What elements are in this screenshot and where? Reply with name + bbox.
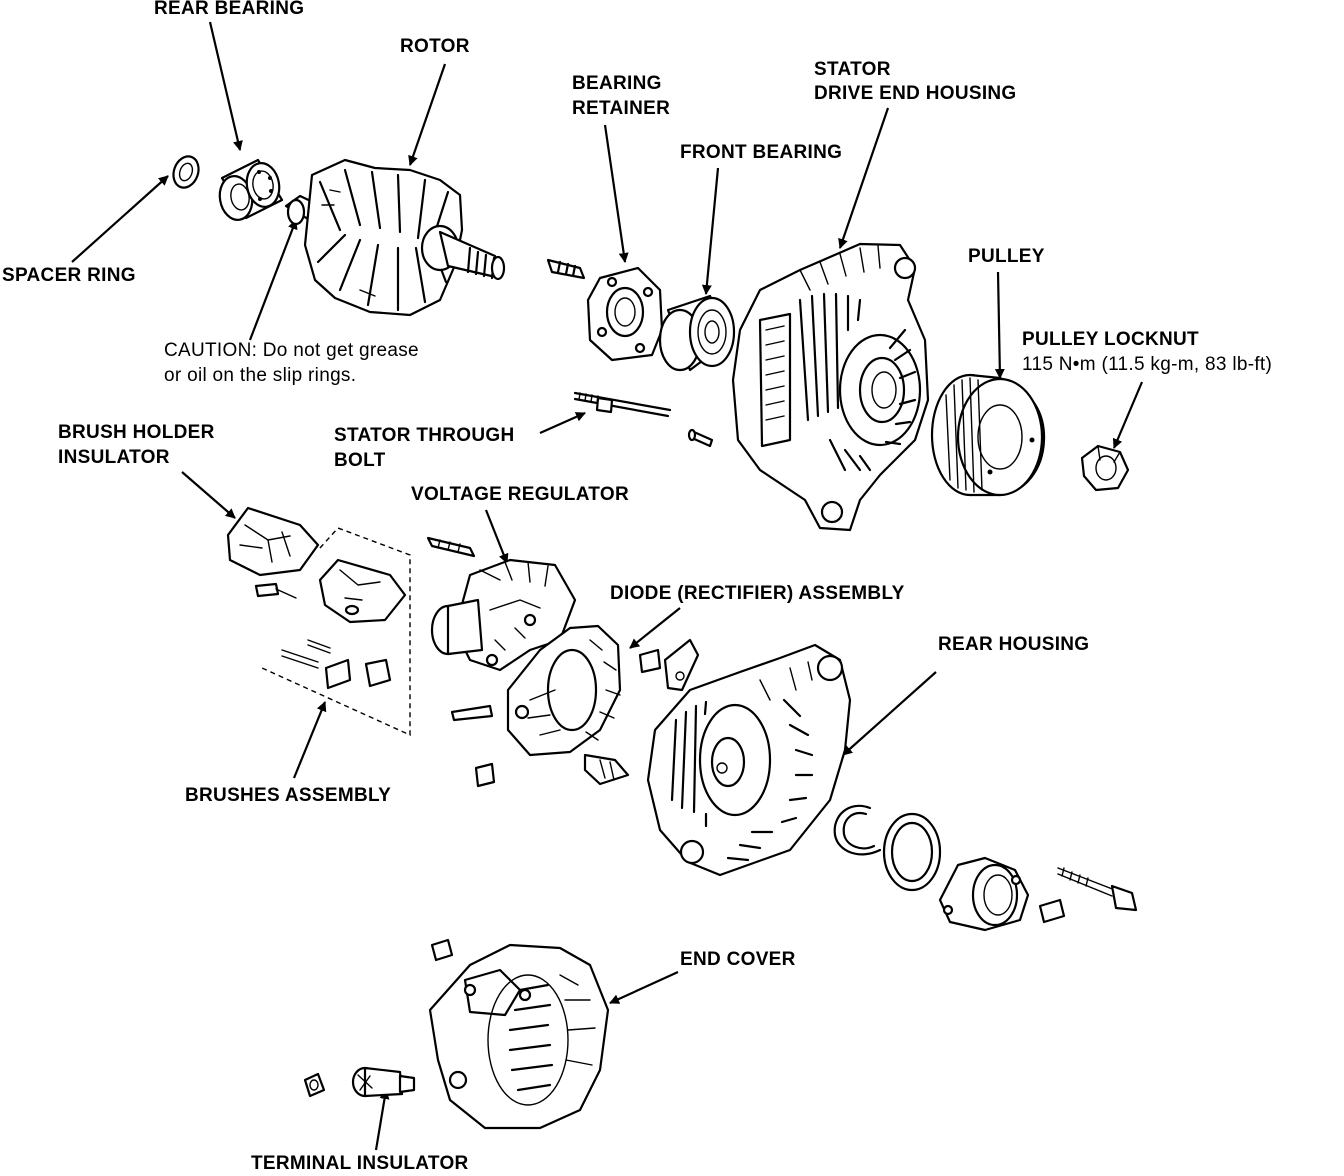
bearing-retainer-part	[546, 258, 664, 362]
rear-housing-part	[646, 643, 852, 877]
label-rotor: ROTOR	[400, 36, 470, 57]
spacer-ring-part	[172, 155, 200, 189]
end-cover-part	[428, 938, 610, 1130]
leader-lines	[71, 21, 1144, 1151]
label-stator-line1: STATOR	[814, 59, 891, 80]
label-bearing-retainer-line2: RETAINER	[572, 98, 671, 119]
label-rear-bearing: REAR BEARING	[154, 0, 305, 19]
label-brush-holder-line1: BRUSH HOLDER	[58, 422, 215, 443]
label-brushes-assembly: BRUSHES ASSEMBLY	[185, 785, 392, 806]
terminal-insulator-part	[303, 1066, 416, 1098]
label-pulley-torque: 115 N•m (11.5 kg-m, 83 lb-ft)	[1022, 354, 1273, 375]
label-terminal-insulator: TERMINAL INSULATOR	[251, 1153, 469, 1174]
label-diode-assembly: DIODE (RECTIFIER) ASSEMBLY	[610, 583, 905, 604]
stator-through-bolt-part	[573, 391, 714, 448]
label-stator-through-bolt-line1: STATOR THROUGH	[334, 425, 515, 446]
label-spacer-ring: SPACER RING	[2, 265, 136, 286]
brush-holder-insulator-part	[226, 506, 320, 599]
diode-assembly-part	[450, 624, 700, 788]
drive-end-housing-part	[731, 242, 930, 532]
label-pulley-locknut: PULLEY LOCKNUT	[1022, 329, 1199, 350]
label-front-bearing: FRONT BEARING	[680, 142, 843, 163]
label-pulley: PULLEY	[968, 246, 1045, 267]
pulley-locknut-part	[1080, 444, 1130, 492]
pulley-part	[930, 373, 1046, 497]
rear-small-parts	[833, 804, 1138, 932]
label-rear-housing: REAR HOUSING	[938, 634, 1090, 655]
brushes-assembly-part	[261, 527, 411, 737]
label-bearing-retainer-line1: BEARING	[572, 73, 662, 94]
label-brush-holder-line2: INSULATOR	[58, 447, 170, 468]
label-voltage-regulator: VOLTAGE REGULATOR	[411, 484, 629, 505]
label-caution-line2: or oil on the slip rings.	[164, 365, 357, 386]
label-stator-through-bolt-line2: BOLT	[334, 450, 386, 471]
label-caution-line1: CAUTION: Do not get grease	[164, 340, 419, 361]
front-bearing-part	[658, 294, 736, 372]
rotor-part	[284, 158, 506, 317]
label-end-cover: END COVER	[680, 949, 796, 970]
rear-bearing-part	[218, 158, 284, 221]
label-stator-line2: DRIVE END HOUSING	[814, 83, 1017, 104]
